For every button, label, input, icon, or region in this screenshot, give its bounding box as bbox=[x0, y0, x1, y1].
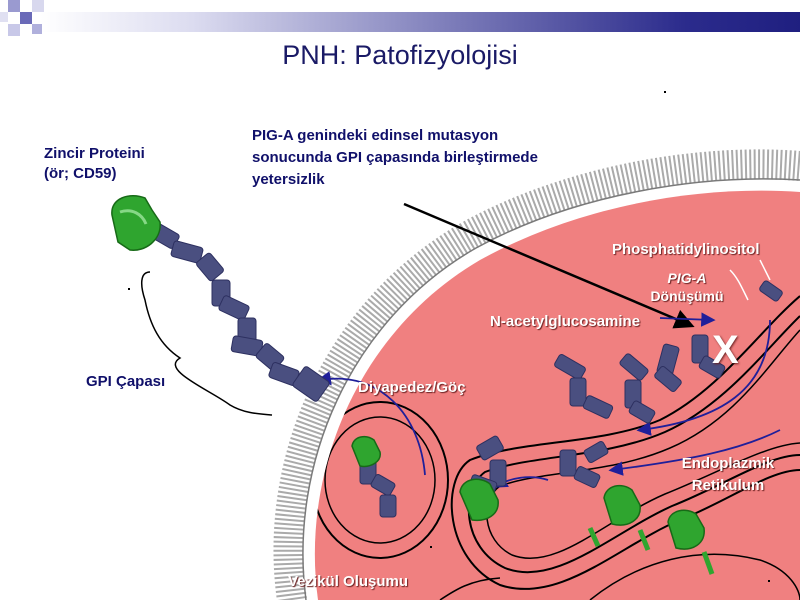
piga-label-line1: PIG-A bbox=[667, 270, 707, 286]
intracellular-proteins bbox=[351, 435, 705, 550]
green-protein-icon bbox=[111, 194, 161, 251]
gpi-chain-icon bbox=[150, 223, 330, 402]
mutation-label-line3: yetersizlik bbox=[252, 171, 325, 188]
chain-protein-label-line1: Zincir Proteini bbox=[44, 145, 145, 162]
pathway-arrow-piga bbox=[659, 312, 716, 327]
er-label-line1: Endoplazmik bbox=[681, 455, 775, 472]
diapedesis-label: Diyapedez/Göç bbox=[358, 379, 466, 396]
piga-label-line2: Dönüşümü bbox=[650, 288, 724, 304]
er-loop-right bbox=[589, 553, 800, 600]
slide-title: PNH: Patofizyolojisi bbox=[282, 40, 518, 70]
cell-membrane-outer bbox=[273, 149, 800, 600]
gpi-anchor-label: GPI Çapası bbox=[86, 373, 166, 390]
mutation-arrow bbox=[403, 202, 695, 329]
block-x-icon: X bbox=[712, 328, 739, 372]
chain-protein-label-line2: (ör; CD59) bbox=[44, 165, 117, 182]
vesicle-inner bbox=[324, 416, 436, 544]
pathway-arrow-pi-2 bbox=[759, 259, 771, 281]
mutation-label-line1: PIG-A genindeki edinsel mutasyon bbox=[252, 127, 499, 144]
protein-tails bbox=[587, 526, 715, 575]
er-label-line2: Retikulum bbox=[691, 477, 765, 494]
vesicle-label: Vezikül Oluşumu bbox=[288, 573, 409, 590]
pathway-arrow-pi bbox=[729, 269, 749, 301]
logo-squares-icon bbox=[0, 0, 44, 36]
gpi-bracket bbox=[140, 271, 273, 416]
er-loop-mid bbox=[439, 577, 501, 600]
header-band bbox=[40, 12, 800, 32]
pathway-arrow-surface bbox=[316, 371, 426, 476]
mutation-label-line2: sonucunda GPI çapasında birleştirmede bbox=[252, 149, 538, 166]
pathway-arrow-top bbox=[636, 319, 771, 436]
vesicle-outer bbox=[314, 401, 449, 559]
pathway-arrow-er bbox=[608, 429, 781, 476]
cell-body bbox=[314, 190, 800, 600]
n-acetylglucosamine-label: N-acetylglucosamine bbox=[490, 313, 641, 330]
phosphatidylinositol-label: Phosphatidylinositol bbox=[612, 241, 760, 258]
cell-membrane-inner bbox=[302, 178, 800, 600]
